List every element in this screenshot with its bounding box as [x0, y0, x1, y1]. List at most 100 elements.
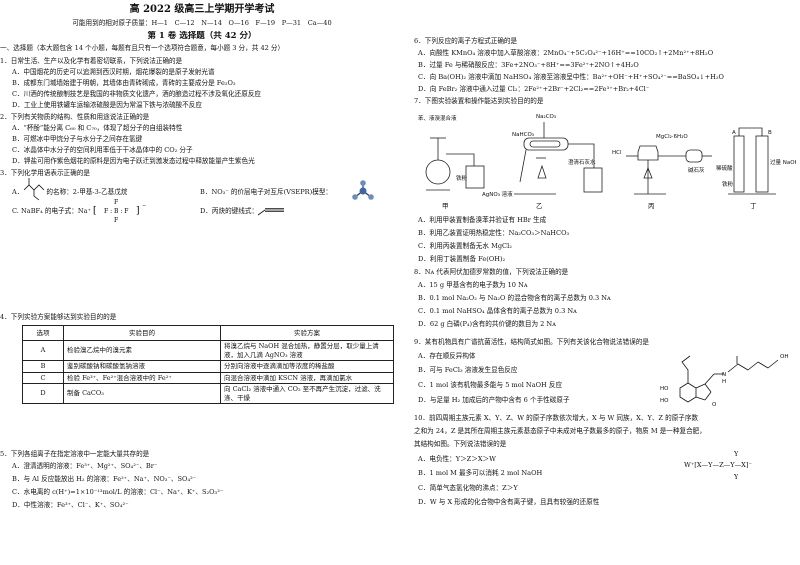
- q9-option-a: A．存在顺反异构体: [418, 352, 476, 360]
- q9-option-c: C．1 mol 该有机物最多能与 5 mol NaOH 反应: [418, 381, 563, 389]
- q7-label: Na₂CO₃: [536, 114, 556, 120]
- q5-stem: 5．下列各组离子在指定溶液中一定能大量共存的是: [0, 450, 150, 458]
- table-row: C 检验 Fe³⁺、Fe²⁺混合溶液中的 Fe²⁺ 向混合溶液中滴加 KSCN …: [22, 371, 394, 384]
- left-column: 高 2022 级高三上学期开学考试 可能用到的相对原子质量：H—1 C—12 N…: [0, 4, 394, 509]
- q4-experiment-table: 选项 实验目的 实验方案 A 检验溴乙烷中的溴元素 将溴乙烷与 NaOH 混合加…: [22, 325, 394, 404]
- q8-stem: 8．Nᴀ 代表阿伏加德罗常数的值，下列说法正确的是: [414, 268, 569, 276]
- q3-option-c: C. NaBF₄ 的电子式：Na⁺: [12, 207, 92, 215]
- q2-option-d: D．钾盐可用作紫色烟花的原料是因为电子跃迁到激发态过程中释放能量产生紫色光: [12, 157, 255, 165]
- q7-label: 丙: [648, 202, 655, 210]
- q2-option-b: B．可燃冰中甲烷分子与水分子之间存在氢键: [12, 135, 143, 143]
- q1-stem: 1．日常生活、生产以及化学有着密切联系，下列说法正确的是: [0, 57, 183, 65]
- svg-text:]: ]: [136, 206, 140, 216]
- q7-apparatus-figure: 苯、液溴混合液 铁粉 AgNO₃ 溶液 Na₂CO₃ NaHCO₃ 澄清石灰水 …: [418, 114, 796, 210]
- q7-label: 碱石灰: [688, 166, 705, 174]
- table-cell: B: [22, 360, 64, 373]
- table-cell: 制备 CaCO₃: [63, 383, 221, 404]
- q7-stem: 7．下图实验装置和操作能达到实验目的的是: [414, 97, 544, 105]
- q10-struct-y-top: Y: [734, 450, 739, 458]
- table-cell: A: [22, 340, 64, 361]
- q10-option-c: C．简单气态氢化物的沸点：Z＞Y: [418, 484, 518, 492]
- q10-stem-line3: 其结构如图。下列说法错误的是: [414, 440, 507, 448]
- q7-label: 稀硫酸: [716, 164, 733, 172]
- q1-option-c: C．川酒的传统酿制技艺是我国的非物质文化遗产，酒的酿造过程不涉及氧化还原反应: [12, 90, 262, 98]
- q7-option-d: D．利用丁装置制备 Fe(OH)₂: [418, 255, 506, 263]
- q3-vsepr-model: [352, 180, 374, 200]
- table-cell: 分别向溶液中逐滴滴加等浓度的稀盐酸: [220, 360, 394, 373]
- q2-stem: 2．下列有关物质的结构、性质和用途说法正确的是: [0, 113, 150, 121]
- table-cell: C: [22, 371, 64, 384]
- q10-option-d: D．W 与 X 形成的化合物中含有离子键，且具有较强的还原性: [418, 498, 600, 506]
- table-header-cell: 选项: [22, 325, 64, 341]
- svg-text:F: F: [114, 217, 118, 224]
- q10-struct-y-bottom: Y: [734, 473, 739, 481]
- q7-label: MgCl₂·6H₂O: [656, 134, 688, 140]
- table-header-row: 选项 实验目的 实验方案: [22, 325, 394, 341]
- q3-propyne-line-formula: [257, 208, 284, 216]
- q7-label: NaHCO₃: [512, 132, 534, 138]
- q9-struct-label: HO: [660, 386, 669, 392]
- q7-label: A: [732, 130, 736, 136]
- q3-skeletal-formula: [23, 178, 45, 201]
- q9-structure: HO HO OH N H O: [660, 354, 788, 408]
- q5-option-b: B．与 Al 反应能放出 H₂ 的溶液：Fe²⁺、Na⁺、NO₃⁻、SO₄²⁻: [12, 475, 197, 483]
- table-cell: 将溴乙烷与 NaOH 混合加热，静置分层，取少量上清液，加入几滴 AgNO₃ 溶…: [220, 340, 394, 361]
- q10-stem-line2: 之和为 24，Z 是其所在周期主族元素基态原子中未成对电子数最多的原子，物质 M…: [414, 427, 706, 435]
- table-cell: 向 CaCl₂ 溶液中通入 CO₂ 至不再产生沉淀，过滤、洗涤、干燥: [220, 383, 394, 404]
- q5-option-d: D．中性溶液：Fe³⁺、Cl⁻、K⁺、SO₄²⁻: [12, 501, 129, 509]
- q5-option-c: C．水电离的 c(H⁺)=1×10⁻¹³mol/L 的溶液：Cl⁻、Na⁺、K⁺…: [12, 488, 224, 496]
- q9-struct-label: O: [712, 402, 717, 408]
- q9-stem: 9．某有机物具有广谱抗菌活性，结构简式如图。下列有关该化合物说法错误的是: [414, 338, 649, 346]
- q8-option-b: B．0.1 mol Na₂O₂ 与 Na₂O 的混合物含有的离子总数为 0.3 …: [418, 294, 611, 302]
- q9-struct-label: H: [722, 379, 726, 385]
- table-header-cell: 实验目的: [63, 325, 221, 341]
- q7-label: 丁: [750, 202, 757, 210]
- section-intro: 一、选择题（本大题包含 14 个小题，每题有且只有一个选项符合题意，每小题 3 …: [0, 44, 285, 52]
- q5-option-a: A．澄清透明的溶液：Fe³⁺、Mg²⁺、SO₄²⁻、Br⁻: [12, 462, 158, 470]
- table-header-cell: 实验方案: [220, 325, 394, 341]
- svg-text:F : B : F: F : B : F: [104, 208, 128, 215]
- q3-option-a: A． 的名称：2-甲基-3-乙基戊烷: [12, 188, 128, 196]
- q6-option-a: A．向酸性 KMnO₄ 溶液中加入草酸溶液：2MnO₄⁻+5C₂O₄²⁻+16H…: [418, 49, 714, 57]
- svg-text:−: −: [142, 203, 146, 209]
- q7-option-b: B．利用乙装置证明热稳定性：Na₂CO₃＞NaHCO₃: [418, 229, 570, 237]
- q3-option-b: B．NO₃⁻ 的价层电子对互斥(VSEPR)模型：: [200, 188, 333, 196]
- q7-label: 澄清石灰水: [568, 158, 596, 166]
- q10-option-b: B．1 mol M 最多可以消耗 2 mol NaOH: [418, 469, 543, 477]
- q7-label: 苯、液溴混合液: [418, 114, 457, 122]
- q6-option-c: C．向 Ba(OH)₂ 溶液中滴加 NaHSO₄ 溶液至溶液呈中性：Ba²⁺+O…: [418, 73, 724, 81]
- q9-struct-label: N: [722, 372, 726, 378]
- atomic-masses: 可能用到的相对原子质量：H—1 C—12 N—14 O—16 F—19 P—31…: [72, 19, 332, 27]
- q7-label: 铁粉: [722, 180, 734, 188]
- q10-stem-line1: 10．前四周期主族元素 X、Y、Z、W 的原子序数依次增大，X 与 W 同族，X…: [414, 414, 699, 422]
- q9-option-d: D．与足量 H₂ 加成后的产物中含有 6 个手性碳原子: [418, 396, 570, 404]
- table-cell: 向混合溶液中滴加 KSCN 溶液，再滴加氯水: [220, 371, 394, 384]
- q9-struct-label: OH: [780, 354, 788, 360]
- q7-label: B: [768, 130, 772, 136]
- q7-option-c: C．利用丙装置制备无水 MgCl₂: [418, 242, 512, 250]
- q7-label: 甲: [442, 202, 449, 210]
- table-cell: D: [22, 383, 64, 404]
- q4-stem: 4．下列实验方案能够达到实验目的的是: [0, 313, 117, 321]
- part1-heading: 第 1 卷 选择题（共 42 分）: [147, 31, 257, 41]
- q6-stem: 6．下列反应的离子方程式正确的是: [414, 37, 518, 45]
- table-row: A 检验溴乙烷中的溴元素 将溴乙烷与 NaOH 混合加热，静置分层，取少量上清液…: [22, 340, 394, 361]
- q7-label: AgNO₃ 溶液: [482, 190, 513, 198]
- exam-title: 高 2022 级高三上学期开学考试: [129, 4, 275, 15]
- q10-option-a: A．电负性：Y＞Z＞X＞W: [418, 455, 496, 463]
- svg-text:F: F: [114, 199, 118, 206]
- q1-option-d: D．工业上使用铁罐车运输浓硫酸是因为常温下铁与浓硫酸不反应: [12, 101, 202, 109]
- q7-label: 乙: [536, 202, 543, 210]
- table-cell: 检验 Fe³⁺、Fe²⁺混合溶液中的 Fe²⁺: [63, 371, 221, 384]
- q3-electron-formula: [ F : B : F F F ] −: [93, 199, 146, 224]
- table-row: B 鉴别碳酸钠和碳酸氢钠溶液 分别向溶液中逐滴滴加等浓度的稀盐酸: [22, 360, 394, 373]
- q7-label: 过量 NaOH 溶液: [770, 158, 796, 166]
- right-column: 6．下列反应的离子方程式正确的是 A．向酸性 KMnO₄ 溶液中加入草酸溶液：2…: [414, 0, 800, 565]
- q2-option-a: A．“杯酚”能分离 C₆₀ 和 C₇₀，体现了超分子的自组装特性: [12, 124, 183, 132]
- table-row: D 制备 CaCO₃ 向 CaCl₂ 溶液中通入 CO₂ 至不再产生沉淀，过滤、…: [22, 383, 394, 404]
- table-cell: 鉴别碳酸钠和碳酸氢钠溶液: [63, 360, 221, 373]
- q1-option-a: A．中国烟花的历史可以追溯到西汉时期，烟花爆裂的是原子发射光谱: [12, 68, 215, 76]
- q8-option-c: C．0.1 mol NaHSO₄ 晶体含有的离子总数为 0.3 Nᴀ: [418, 307, 577, 315]
- q8-option-d: D．62 g 白磷(P₄)含有的共价键的数目为 2 Nᴀ: [418, 320, 556, 328]
